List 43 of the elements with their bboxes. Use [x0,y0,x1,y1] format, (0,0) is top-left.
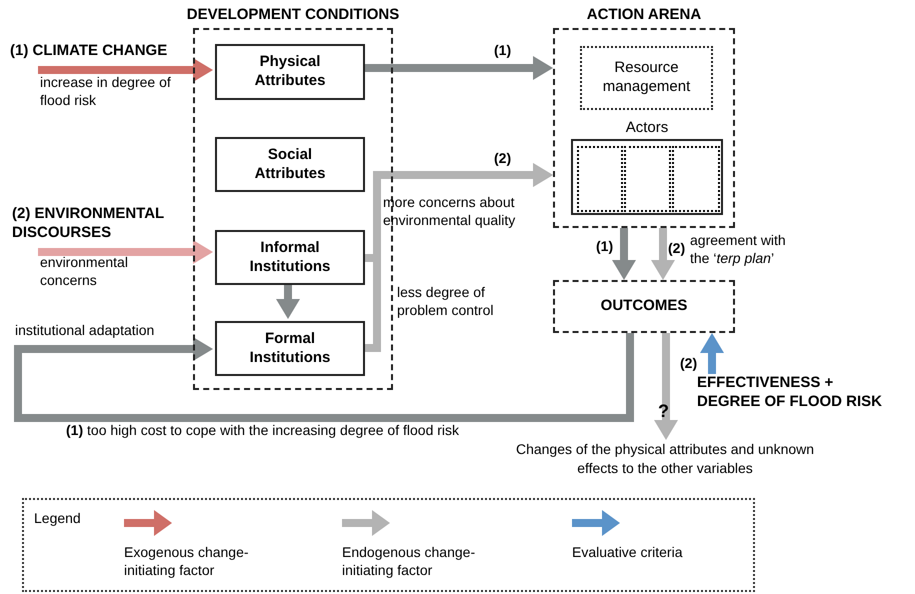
arrow [363,163,553,352]
edge-label: environmental concerns [40,254,129,289]
arrow [38,58,213,82]
edge-label: (2) [668,240,686,258]
path-number: (2) [494,150,512,168]
legend-title: Legend [34,509,81,528]
edge-label: (2) [680,355,698,372]
edge-label: more concerns about environmental quality [383,194,516,229]
attribute-box: Social Attributes [215,137,365,192]
legend-text: Exogenous change-initiating factor [124,544,250,579]
criteria-text: EFFECTIVENESS + DEGREE OF FLOOD RISK [697,374,889,418]
group-heading: DEVELOPMENT CONDITIONS [186,6,400,25]
arrow [700,333,724,374]
attribute-box: Physical Attributes [215,44,365,100]
attribute-box: Formal Institutions [215,321,365,376]
outcome-text: Changes of the physical attributes and unknown effects to the other variables [510,440,820,484]
edge-label: (1) [494,42,512,60]
arrow [612,228,636,280]
outcome-box: OUTCOMES [553,280,735,333]
edge-label: increase in degree of flood risk [40,74,172,109]
dotted-actor-box [672,146,720,212]
edge-label: less degree of problem control [397,284,494,319]
arrow [38,240,213,264]
factor-heading: (2) ENVIRONMENTAL DISCOURSES [12,205,165,242]
arrow [651,228,675,280]
annotation-text: agreement with the ‘terp plan’ [690,232,787,267]
legend-text: Endogenous change-initiating factor [342,544,476,579]
dotted-box: Resource management [580,46,713,110]
arrow [363,56,553,80]
legend-text: Evaluative criteria [572,544,684,562]
edge-label: (1) [596,238,614,256]
attribute-box: Informal Institutions [215,230,365,285]
dotted-actor-box [577,146,623,212]
question-mark: ? [658,400,670,422]
group-heading: ACTION ARENA [586,6,702,25]
box-heading: Actors [624,119,670,138]
arrow [14,333,634,422]
edge-label: (1) too high cost to cope with the increasing degree of flood risk [66,422,460,440]
dotted-actor-box [624,146,671,212]
arrow [276,283,300,319]
arrow [654,333,678,440]
annotation-text: institutional adaptation [15,322,156,340]
factor-heading: (1) CLIMATE CHANGE [10,42,168,61]
